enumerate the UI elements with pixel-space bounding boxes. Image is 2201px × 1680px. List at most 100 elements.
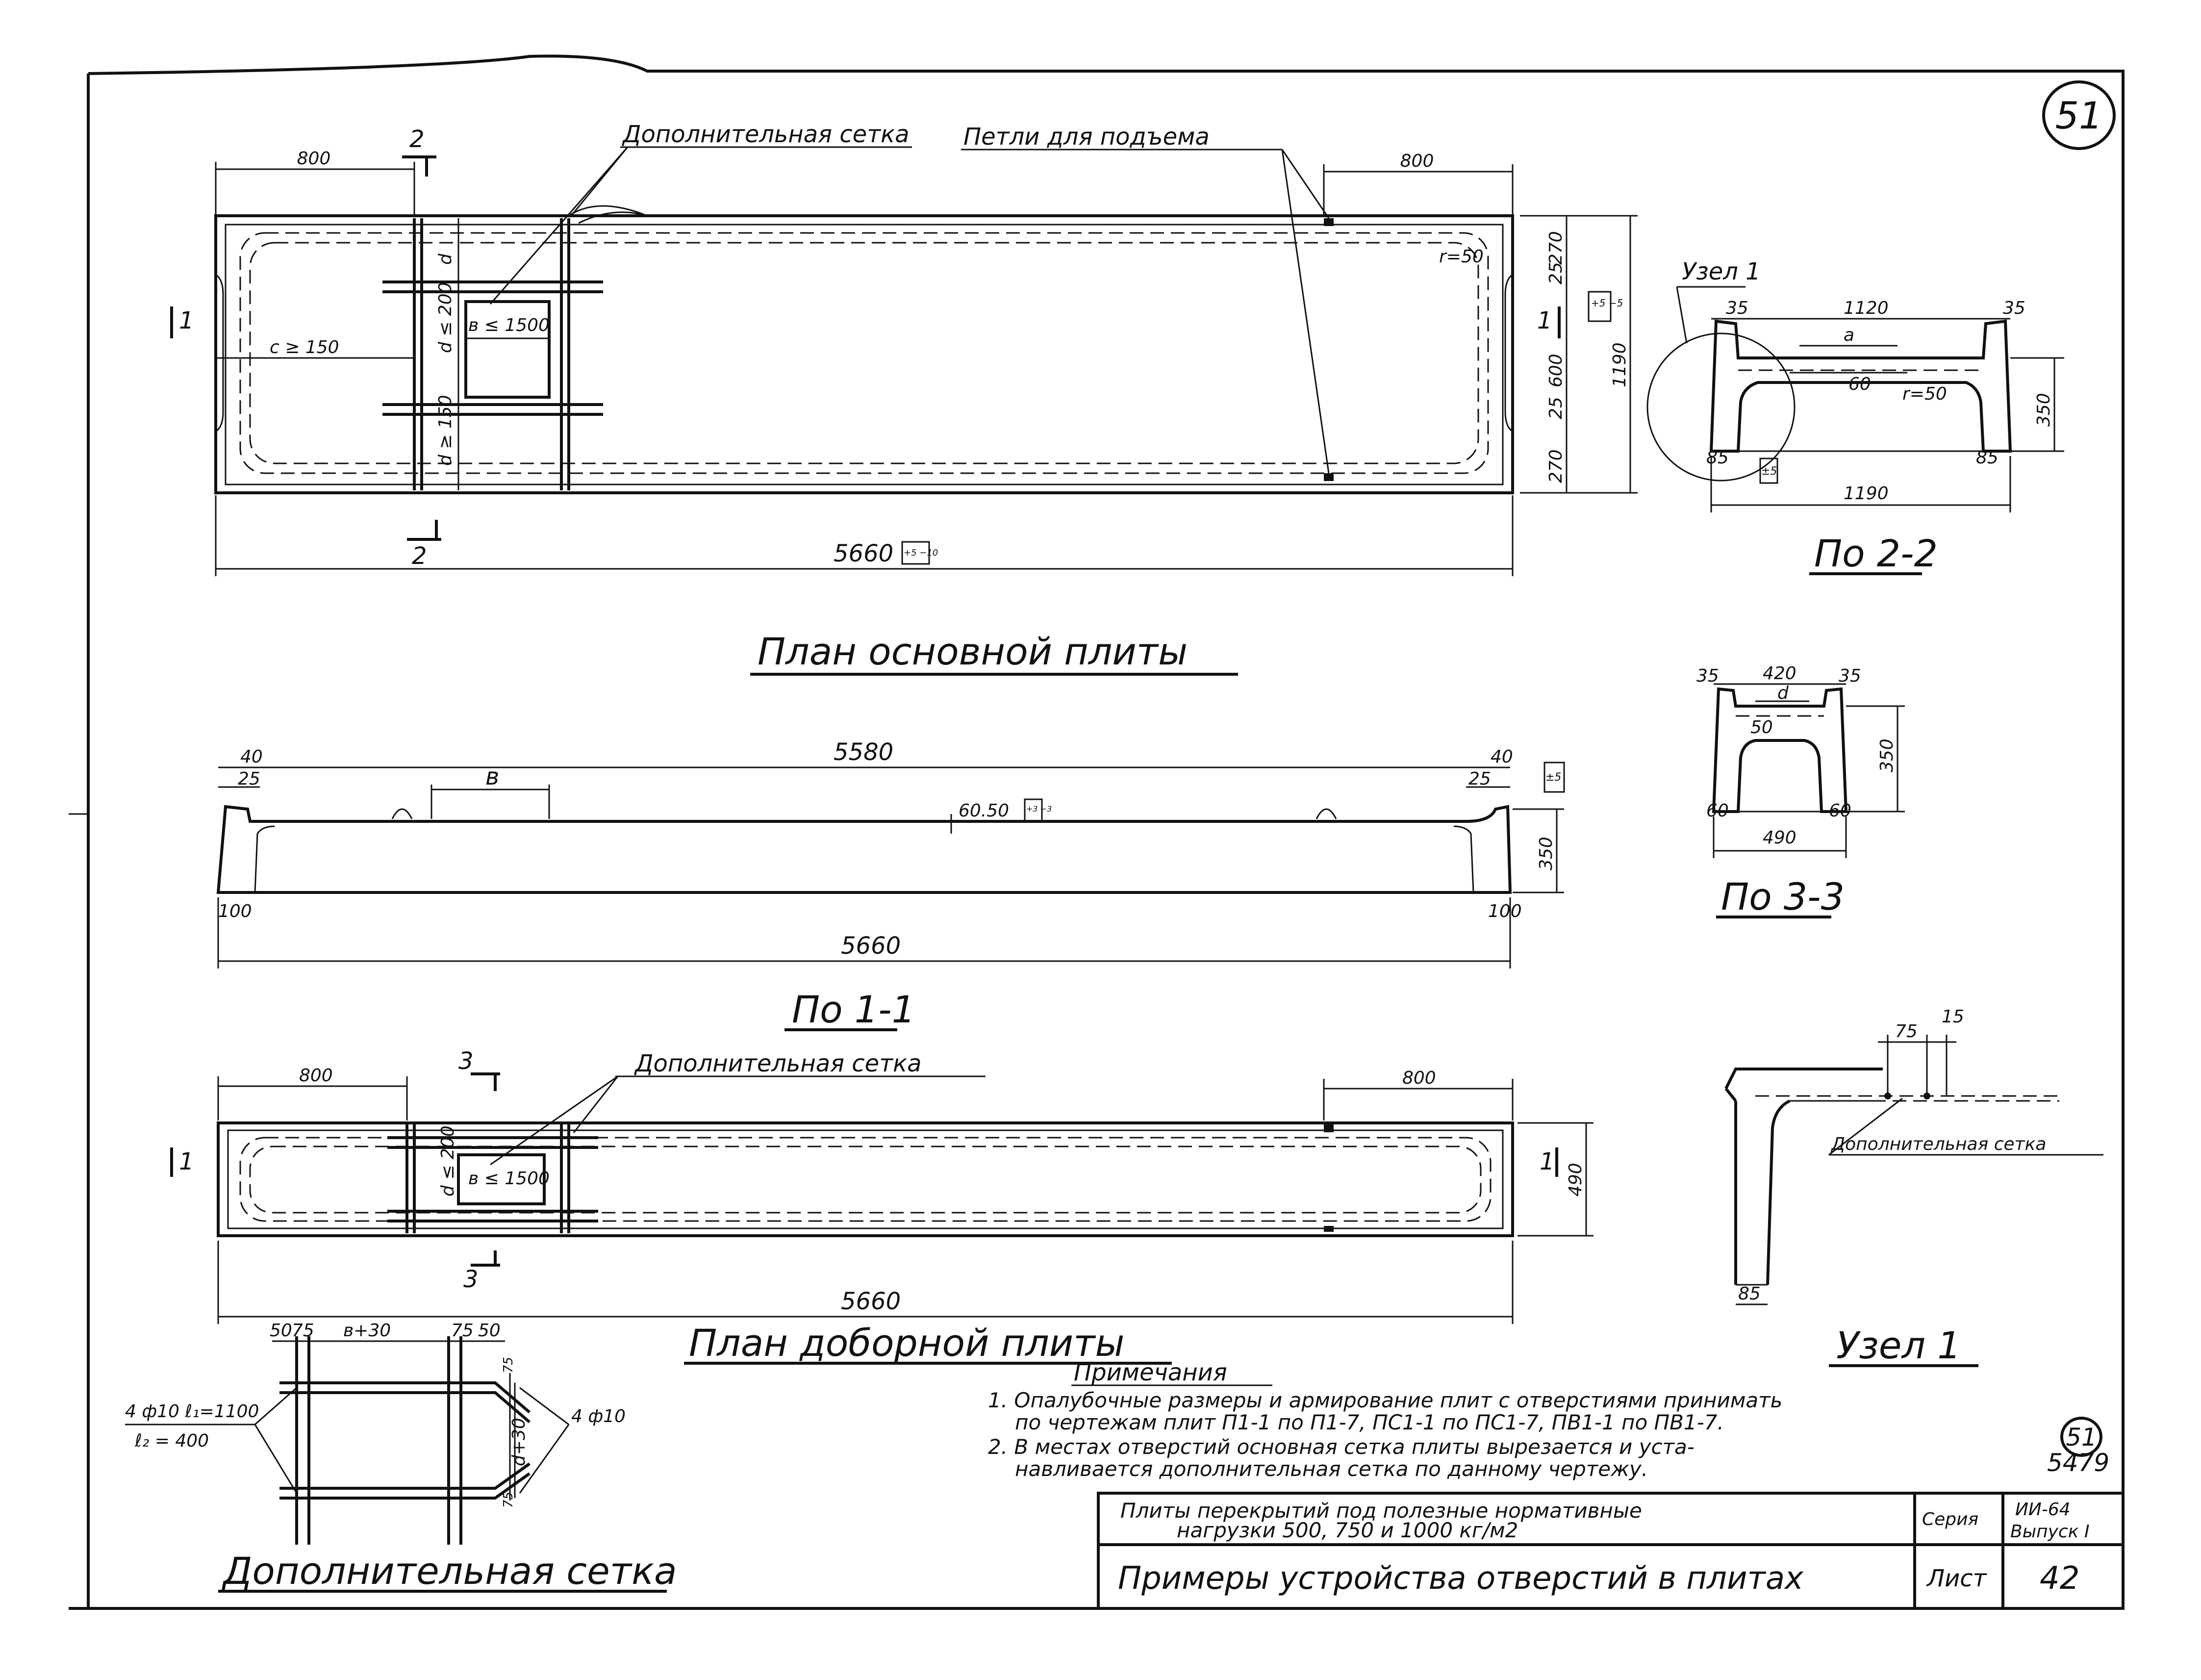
node-1-dim-15: 15 [1942, 1007, 1964, 1027]
section-11-dim-6050: 60.50 [959, 801, 1009, 821]
section-11-dim-350-tol: ±5 [1545, 771, 1561, 784]
title-block-series-label: Серия [1922, 1509, 1978, 1529]
plan-main: в ≤ 1500 Дополнительная сетка Петли для … [170, 121, 1638, 676]
plan-main-dim-d-top: d [435, 253, 455, 265]
plan-main-dim-1190-tol: +5 −5 [1591, 297, 1623, 309]
section-11-dim-5660: 5660 [841, 932, 901, 960]
mesh-detail-rebar-left: 4 ф10 ℓ₁=1100 [125, 1401, 259, 1422]
title-block-description-2: нагрузки 500, 750 и 1000 кг/м2 [1177, 1518, 1518, 1542]
plan-extra-section-1-right: 1 [1540, 1148, 1555, 1175]
plan-main-label-extra-mesh: Дополнительная сетка [622, 121, 910, 148]
section-22-dim-1120: 1120 [1844, 298, 1889, 318]
plan-main-dim-r: r=50 [1439, 247, 1484, 267]
plan-main-dim-total: 5660 [834, 540, 893, 567]
plan-extra-dim-800-right: 800 [1402, 1068, 1436, 1088]
plan-main-dim-600: 600 [1546, 354, 1566, 387]
node-1: 75 15 Дополнительная сетка 85 Узел 1 [1724, 1007, 2103, 1367]
notes-line3: 2. В местах отверстий основная сетка пли… [988, 1435, 1695, 1459]
plan-main-title: План основной плиты [758, 630, 1188, 673]
stamp-num: 51 [2066, 1423, 2097, 1451]
node-1-dim-75: 75 [1895, 1021, 1918, 1042]
node-1-title: Узел 1 [1836, 1324, 1961, 1367]
notes: Примечания 1. Опалубочные размеры и арми… [988, 1359, 2109, 1481]
section-33-dim-d: d [1777, 683, 1789, 703]
plan-extra-section-3-top: 3 [458, 1047, 474, 1075]
plan-main-section-2-top: 2 [409, 126, 425, 153]
plan-extra-dim-800-left: 800 [299, 1066, 333, 1086]
plan-main-dim-b: в ≤ 1500 [468, 315, 550, 335]
mesh-detail-dim-75a: 75 [292, 1321, 314, 1341]
section-33-dim-60a: 60 [1706, 801, 1729, 821]
extra-lift-loop-top [1324, 1124, 1334, 1132]
title-block-series-value: ИИ-64 [2015, 1500, 2071, 1520]
title-block-description-1: Плиты перекрытий под полезные нормативны… [1120, 1499, 1642, 1523]
section-33-dim-60b: 60 [1829, 801, 1851, 821]
mesh-detail-dim-50b: 50 [478, 1321, 501, 1341]
notes-heading: Примечания [1074, 1359, 1227, 1386]
mesh-detail-dim-75c: 75 [501, 1357, 516, 1373]
section-11-dim-6050-tol: +3 −3 [1026, 804, 1052, 814]
section-11-dim-40b: 40 [1491, 747, 1513, 767]
plan-main-dim-270b: 270 [1546, 449, 1566, 483]
section-11-dim-100a: 100 [218, 901, 252, 921]
notes-line1: 1. Опалубочные размеры и армирование пли… [988, 1388, 1782, 1412]
mesh-detail-title: Дополнительная сетка [222, 1549, 677, 1593]
plan-main-dim-800-right: 800 [1400, 151, 1434, 171]
section-22-dim-r: r=50 [1902, 384, 1947, 404]
section-33-dim-50: 50 [1750, 717, 1773, 738]
section-22-dim-85b: 85 [1976, 448, 1999, 468]
section-11-dim-25b: 25 [1468, 769, 1491, 789]
plan-extra: в ≤ 1500 d ≤ 200 Дополнительная сетка 80… [170, 1047, 1594, 1365]
section-11-dim-5580: 5580 [834, 738, 893, 766]
section-22-node-label: Узел 1 [1682, 258, 1761, 285]
title-block-sheet-label: Лист [1926, 1565, 1988, 1592]
notes-line4: навливается дополнительная сетка по данн… [1015, 1457, 1648, 1481]
section-33-dim-420: 420 [1763, 663, 1796, 684]
section-3-3: 35 420 35 d 50 350 60 60 490 По 3-3 [1696, 663, 1905, 918]
plan-main-dim-d-150: d ≥ 150 [435, 395, 455, 466]
sheet-number-badge: 51 [2042, 80, 2116, 150]
section-22-dim-tol: ±5 [1761, 465, 1777, 478]
plan-extra-section-1-left: 1 [179, 1148, 194, 1175]
plan-main-dim-270a: 270 [1546, 231, 1566, 265]
plan-main-dim-1190: 1190 [1610, 342, 1630, 387]
section-11-dim-25a: 25 [238, 769, 260, 789]
plan-extra-dim-d: d ≤ 200 [438, 1125, 458, 1196]
mesh-detail-rebar-right: 4 ф10 [571, 1406, 626, 1426]
plan-main-dim-25b: 25 [1546, 397, 1566, 419]
extra-lift-loop-bottom [1324, 1226, 1334, 1232]
plan-main-section-1-left: 1 [179, 307, 194, 334]
plan-main-dim-total-tol: +5 −10 [904, 548, 938, 558]
mesh-detail-dim-b30: в+30 [343, 1321, 391, 1341]
plan-extra-label-extra-mesh: Дополнительная сетка [634, 1050, 922, 1077]
sheet-frame [69, 54, 2125, 1610]
plan-main-label-lift-loops: Петли для подъема [963, 123, 1210, 151]
mesh-detail-dim-50a: 50 [270, 1321, 292, 1341]
section-11-dim-40a: 40 [240, 747, 263, 767]
section-22-dim-1190: 1190 [1844, 484, 1889, 504]
plan-extra-dim-b: в ≤ 1500 [468, 1169, 550, 1189]
section-22-dim-a: а [1844, 325, 1854, 345]
notes-line2: по чертежам плит П1-1 по П1-7, ПС1-1 по … [1015, 1410, 1724, 1434]
plan-main-dim-c: с ≥ 150 [270, 337, 339, 357]
plan-main-section-2-bottom: 2 [412, 542, 427, 570]
node-1-dim-85: 85 [1738, 1284, 1761, 1304]
section-22-dim-60: 60 [1848, 374, 1871, 394]
mesh-detail-dim-75b: 75 [451, 1321, 474, 1341]
lift-loop-bottom [1324, 473, 1334, 481]
stamp-code: 5479 [2047, 1449, 2109, 1477]
section-11-dim-100b: 100 [1488, 901, 1522, 921]
mesh-detail-dim-d30: d+30 [509, 1418, 529, 1466]
section-33-dim-490: 490 [1763, 828, 1796, 848]
section-22-dim-85a: 85 [1706, 448, 1729, 468]
section-22-dim-350: 350 [2034, 393, 2054, 427]
section-11-dim-350: 350 [1536, 837, 1556, 870]
node-1-label-extra-mesh: Дополнительная сетка [1830, 1134, 2046, 1154]
section-22-dim-35b: 35 [2003, 298, 2025, 318]
section-33-dim-35b: 35 [1839, 666, 1861, 686]
mesh-detail-rebar-left-2: ℓ₂ = 400 [134, 1431, 209, 1451]
sheet-number: 51 [2055, 94, 2103, 137]
section-33-title: По 3-3 [1721, 875, 1845, 918]
title-block-sheet-value: 42 [2040, 1560, 2079, 1597]
